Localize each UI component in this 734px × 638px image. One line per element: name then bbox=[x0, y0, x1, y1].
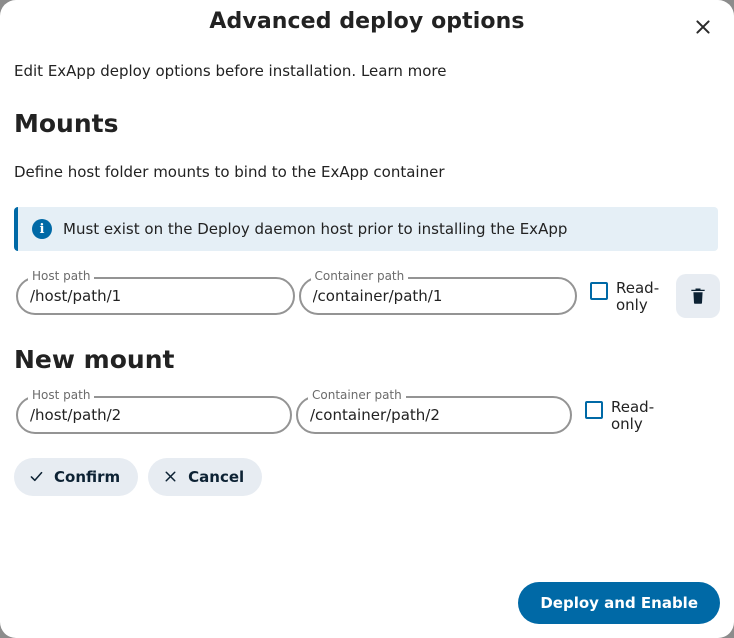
host-path-input-1[interactable] bbox=[30, 287, 281, 305]
container-path-field-1: Container path bbox=[298, 270, 577, 315]
info-banner-text: Must exist on the Deploy daemon host pri… bbox=[63, 220, 568, 238]
readonly-label-1[interactable]: Read-only bbox=[616, 279, 660, 315]
check-icon bbox=[28, 468, 54, 485]
new-mount-row: Host path Container path Read-only bbox=[14, 388, 720, 434]
host-path-input-2[interactable] bbox=[30, 405, 278, 424]
readonly-checkbox-2[interactable] bbox=[585, 400, 603, 419]
host-path-label-1: Host path bbox=[28, 270, 95, 282]
info-icon: i bbox=[32, 219, 52, 239]
container-path-input-1[interactable] bbox=[312, 287, 563, 305]
readonly-checkbox-1[interactable] bbox=[590, 282, 608, 300]
mount-row: Host path Container path Read-only bbox=[14, 270, 720, 318]
mounts-heading: Mounts bbox=[14, 108, 119, 138]
dialog-title: Advanced deploy options bbox=[209, 9, 525, 34]
intro-text: Edit ExApp deploy options before install… bbox=[14, 62, 720, 82]
confirm-button[interactable]: Confirm bbox=[14, 457, 139, 496]
confirm-button-label: Confirm bbox=[54, 467, 121, 486]
readonly-group-2: Read-only bbox=[585, 397, 665, 434]
container-path-input-2[interactable] bbox=[310, 405, 558, 424]
close-icon bbox=[694, 18, 712, 36]
cancel-button-label: Cancel bbox=[188, 467, 245, 486]
dialog-header: Advanced deploy options bbox=[0, 0, 734, 52]
host-path-label-2: Host path bbox=[28, 388, 95, 401]
readonly-group-1: Read-only bbox=[590, 279, 670, 315]
mounts-description: Define host folder mounts to bind to the… bbox=[14, 163, 445, 181]
delete-mount-button-1[interactable] bbox=[676, 274, 720, 318]
close-icon-button[interactable] bbox=[686, 10, 720, 44]
dialog-body: Edit ExApp deploy options before install… bbox=[0, 62, 734, 496]
intro-sentence: Edit ExApp deploy options before install… bbox=[14, 62, 357, 80]
close-x-icon bbox=[162, 468, 188, 485]
trash-icon bbox=[688, 286, 708, 306]
readonly-label-2[interactable]: Read-only bbox=[611, 397, 655, 433]
container-path-label-2: Container path bbox=[308, 388, 406, 401]
new-mount-actions: Confirm Cancel bbox=[14, 457, 720, 496]
host-path-field-2: Host path bbox=[16, 388, 292, 434]
new-mount-heading: New mount bbox=[14, 345, 175, 374]
learn-more-link[interactable]: Learn more bbox=[360, 62, 447, 80]
container-path-label-1: Container path bbox=[310, 270, 409, 282]
host-path-field-1: Host path bbox=[16, 270, 295, 315]
info-banner: i Must exist on the Deploy daemon host p… bbox=[14, 207, 718, 251]
cancel-button[interactable]: Cancel bbox=[148, 457, 263, 496]
deploy-and-enable-button[interactable]: Deploy and Enable bbox=[518, 582, 720, 624]
dialog-footer: Deploy and Enable bbox=[518, 582, 720, 624]
container-path-field-2: Container path bbox=[296, 388, 572, 434]
